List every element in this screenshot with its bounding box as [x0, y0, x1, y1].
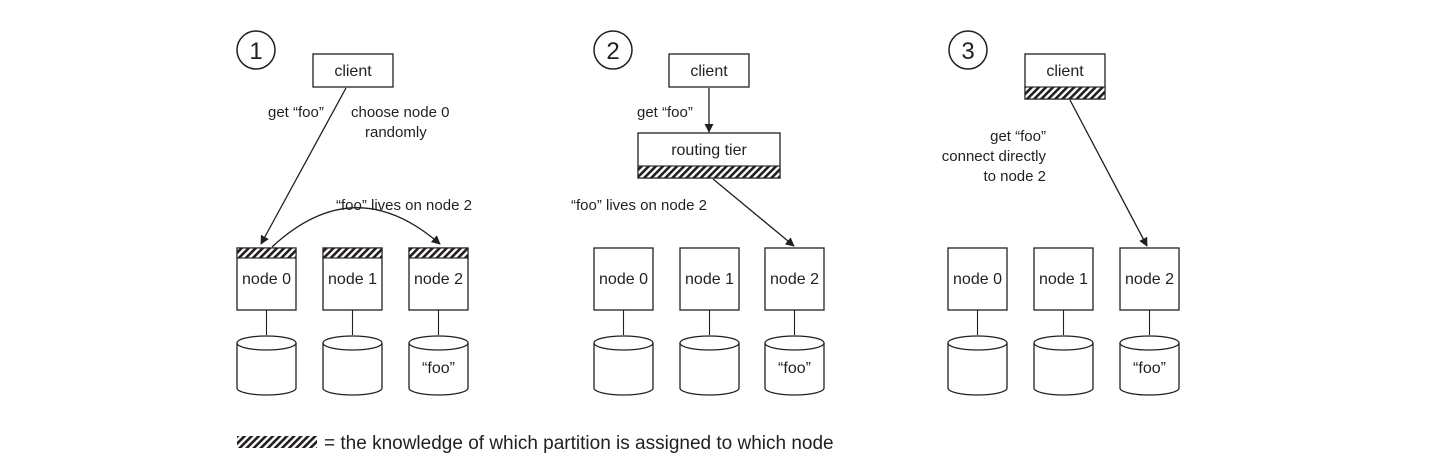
- client-box: client: [312, 53, 394, 88]
- request-label-line2: connect directly: [942, 148, 1047, 165]
- disk-0: [947, 335, 1008, 396]
- node-label: node 0: [953, 271, 1002, 288]
- legend: = the knowledge of which partition is as…: [237, 433, 834, 454]
- panel-number-circle: [593, 30, 633, 70]
- choose-node-label-line2: randomly: [365, 124, 427, 141]
- routing-tier-label: routing tier: [671, 142, 747, 159]
- legend-text: = the knowledge of which partition is as…: [324, 433, 834, 454]
- node-1: node 1: [679, 247, 740, 311]
- choose-node-label-line1: choose node 0: [351, 104, 449, 121]
- panel-3: 3 client get “foo” connect directly to n…: [942, 30, 1180, 396]
- node-2: node 2: [408, 247, 469, 311]
- node-2: node 2: [1119, 247, 1180, 311]
- panel-number: 1: [249, 38, 262, 65]
- disk-label: “foo”: [1133, 360, 1166, 377]
- partition-knowledge-hatch: [408, 247, 469, 259]
- partition-knowledge-hatch: [236, 247, 297, 259]
- node-label: node 2: [1125, 271, 1174, 288]
- node-label: node 1: [1039, 271, 1088, 288]
- node-label: node 1: [685, 271, 734, 288]
- request-arrow: [1069, 99, 1148, 247]
- node-0: node 0: [236, 247, 297, 311]
- panel-1: 1 client get “foo” choose node 0 randoml…: [236, 30, 472, 396]
- panel-2: 2 client get “foo” routing tier “foo” li…: [571, 30, 825, 396]
- disk-1: [322, 335, 383, 396]
- disk-2: “foo”: [764, 335, 825, 396]
- disk-label: “foo”: [422, 360, 455, 377]
- client-box: client: [1024, 53, 1106, 100]
- forward-label: “foo” lives on node 2: [336, 197, 472, 214]
- partition-knowledge-hatch: [322, 247, 383, 259]
- client-label: client: [690, 63, 728, 80]
- disk-1: [1033, 335, 1094, 396]
- legend-hatch-swatch: [237, 436, 317, 448]
- request-arrow: [260, 87, 347, 245]
- disk-2: “foo”: [1119, 335, 1180, 396]
- request-label-line3: to node 2: [983, 168, 1046, 185]
- request-label: get “foo”: [268, 104, 324, 121]
- node-label: node 0: [242, 271, 291, 288]
- client-box: client: [668, 53, 750, 88]
- request-label: get “foo”: [637, 104, 693, 121]
- node-1: node 1: [1033, 247, 1094, 311]
- disk-label: “foo”: [778, 360, 811, 377]
- partition-knowledge-hatch: [637, 165, 781, 179]
- disk-1: [679, 335, 740, 396]
- panel-number: 3: [961, 38, 974, 65]
- node-2: node 2: [764, 247, 825, 311]
- forward-arrow: [712, 178, 795, 247]
- node-0: node 0: [593, 247, 654, 311]
- panel-number: 2: [606, 38, 619, 65]
- disk-0: [593, 335, 654, 396]
- routing-tier-box: routing tier: [637, 132, 781, 179]
- node-1: node 1: [322, 247, 383, 311]
- panel-number-circle: [948, 30, 988, 70]
- request-label-line1: get “foo”: [990, 128, 1046, 145]
- partition-knowledge-hatch: [1024, 86, 1106, 100]
- node-label: node 0: [599, 271, 648, 288]
- client-label: client: [1046, 63, 1084, 80]
- node-0: node 0: [947, 247, 1008, 311]
- disk-0: [236, 335, 297, 396]
- node-label: node 1: [328, 271, 377, 288]
- node-label: node 2: [770, 271, 819, 288]
- client-label: client: [334, 63, 372, 80]
- forward-arrow: [271, 207, 441, 248]
- forward-label: “foo” lives on node 2: [571, 197, 707, 214]
- panel-number-circle: [236, 30, 276, 70]
- disk-2: “foo”: [408, 335, 469, 396]
- node-label: node 2: [414, 271, 463, 288]
